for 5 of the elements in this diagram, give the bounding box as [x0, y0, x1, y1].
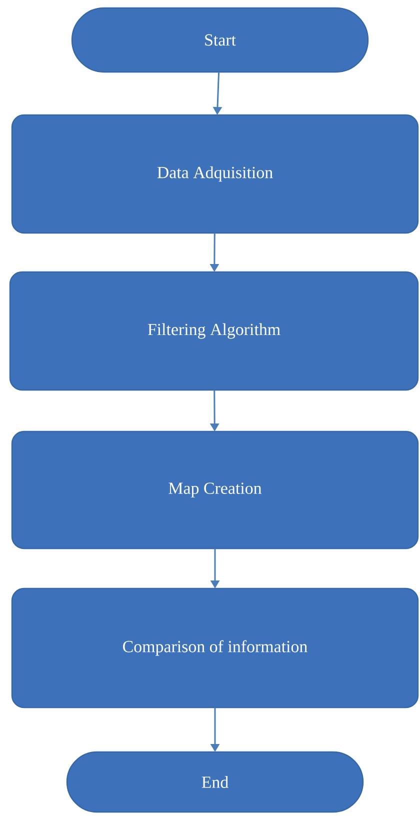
- process-box: Data Adquisition: [11, 114, 419, 234]
- process-box: Comparison of information: [11, 588, 419, 708]
- process-box: Map Creation: [11, 430, 419, 550]
- terminal-oval: End: [66, 751, 364, 813]
- process-box: Filtering Algorithm: [9, 271, 419, 391]
